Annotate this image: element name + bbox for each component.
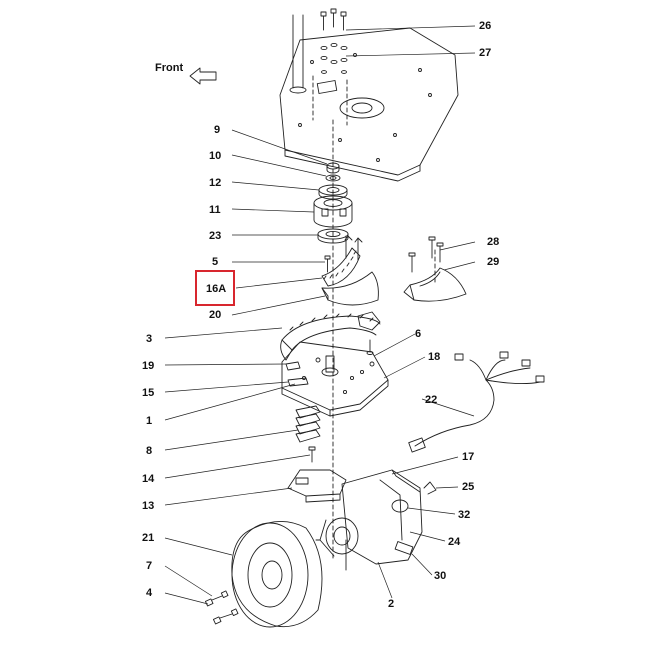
- callout-27: 27: [479, 47, 492, 59]
- callout-8: 8: [146, 445, 153, 457]
- drive-housing-17: [341, 469, 423, 565]
- assembly-axis: [312, 75, 436, 561]
- washers-27: [320, 42, 348, 74]
- callout-19: 19: [142, 360, 155, 372]
- callout-16a: 16A: [206, 283, 227, 295]
- screw-14: [308, 446, 316, 463]
- callout-25: 25: [462, 481, 475, 493]
- leader-lines: [164, 25, 476, 605]
- callout-10: 10: [209, 150, 222, 162]
- callout-15: 15: [142, 387, 155, 399]
- main-plate-18: [281, 341, 389, 417]
- callout-24: 24: [448, 536, 461, 548]
- gear-segment-16a: [321, 235, 363, 287]
- ring-gear-3: [280, 313, 381, 361]
- callout-21: 21: [142, 532, 155, 544]
- wheel-21: [231, 521, 323, 628]
- callout-17: 17: [462, 451, 475, 463]
- motor-30: [315, 517, 359, 571]
- steering-shaft: [289, 14, 307, 94]
- callout-4: 4: [146, 587, 153, 599]
- front-label: Front: [155, 62, 184, 74]
- callout-7: 7: [146, 560, 153, 572]
- callout-20: 20: [209, 309, 222, 321]
- highlight-box-16a: [195, 270, 235, 306]
- hardware-stack-8: [295, 405, 321, 443]
- nut-9: [326, 162, 340, 174]
- sensor-cover-20: [321, 271, 379, 306]
- callout-32: 32: [458, 509, 471, 521]
- top-mounting-plate: [279, 27, 459, 182]
- callout-9: 9: [214, 124, 221, 136]
- housing-11: [313, 195, 353, 228]
- bolts-26: [320, 8, 347, 31]
- parts-19-15: [285, 361, 309, 387]
- callout-5: 5: [212, 256, 219, 268]
- clip-25: [423, 481, 437, 495]
- part-24: [394, 541, 414, 555]
- callout-26: 26: [479, 20, 492, 32]
- callout-14: 14: [142, 473, 155, 485]
- callout-13: 13: [142, 500, 155, 512]
- bracket-13: [287, 469, 347, 503]
- callout-1: 1: [146, 415, 153, 427]
- cable-harness-22: [408, 351, 545, 453]
- front-arrow-icon: [189, 67, 217, 85]
- callout-29: 29: [487, 256, 500, 268]
- callout-28: 28: [487, 236, 500, 248]
- callout-11: 11: [209, 204, 221, 216]
- washer-10: [325, 174, 341, 182]
- sensor-assembly-28-29: [403, 236, 467, 302]
- callout-18: 18: [428, 351, 441, 363]
- callout-30: 30: [434, 570, 447, 582]
- callout-22: 22: [425, 394, 438, 406]
- bearing-23: [317, 228, 349, 244]
- wheel-bolts-4-7: [204, 590, 239, 625]
- callout-2: 2: [388, 598, 395, 610]
- callout-23: 23: [209, 230, 222, 242]
- callout-6: 6: [415, 328, 422, 340]
- callout-3: 3: [146, 333, 153, 345]
- callout-12: 12: [209, 177, 222, 189]
- bolt-5: [324, 255, 331, 273]
